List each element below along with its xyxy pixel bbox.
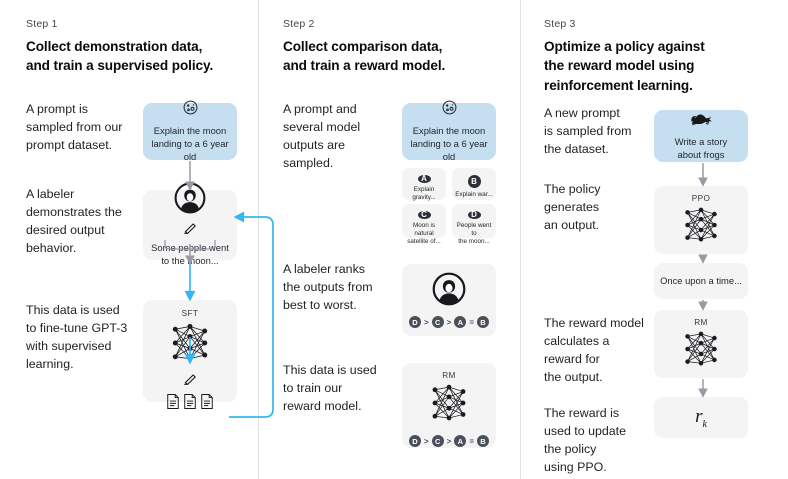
reward-symbol-r: r [695, 405, 703, 427]
rank-badge: C [431, 316, 444, 328]
step-title-2-line-1: Collect comparison data, [283, 39, 443, 54]
prompt-card-3[interactable]: Write a story about frogs [654, 110, 748, 162]
paragraph-1-2: A labeler demonstrates the desired outpu… [26, 187, 122, 255]
rank-badge: A [454, 435, 467, 447]
column-step-3: Step 3 Optimize a policy against the rew… [520, 0, 788, 479]
rank-badge: B [477, 435, 489, 447]
rank-operator: > [423, 317, 429, 327]
rank-operator: > [446, 317, 452, 327]
option-badge-b: B [467, 175, 481, 188]
reward-symbol: rk [695, 406, 707, 430]
rm-card-step3[interactable]: RM [654, 310, 748, 378]
labeler-avatar-icon [432, 272, 466, 311]
neural-network-icon [162, 320, 218, 371]
step-title-2: Collect comparison data, and train a rew… [283, 37, 520, 76]
rm-card-step3-label: RM [694, 318, 708, 327]
paragraph-2-1: A prompt and several model outputs are s… [283, 102, 361, 170]
option-card-b[interactable]: B Explain war... [452, 168, 496, 200]
rank-operator: = [469, 436, 474, 446]
step-title-3: Optimize a policy against the reward mod… [544, 37, 788, 95]
step-title-1: Collect demonstration data, and train a … [26, 37, 258, 76]
ranking-row-rm: D > C > A = B [408, 435, 489, 447]
paragraph-1-1: A prompt is sampled from our prompt data… [26, 102, 123, 152]
paragraph-1-3: This data is used to fine-tune GPT-3 wit… [26, 303, 128, 371]
step-title-3-line-1: Optimize a policy against [544, 39, 705, 54]
frog-icon [688, 111, 714, 132]
ranking-row-labeler: D > C > A = B [408, 316, 489, 328]
paragraph-2-3: This data is used to train our reward mo… [283, 363, 377, 413]
rank-operator: > [446, 436, 452, 446]
option-text-d: People went to the moon... [456, 222, 492, 246]
rank-badge: D [408, 316, 421, 328]
rank-operator: > [423, 436, 429, 446]
column-step-2: Step 2 Collect comparison data, and trai… [258, 0, 520, 479]
neural-network-icon [674, 204, 728, 251]
labeler-card-1-text: Some people went to the moon... [151, 242, 229, 266]
option-card-c[interactable]: C Moon is natural satellite of... [402, 204, 446, 245]
step-title-3-line-3: reinforcement learning. [544, 77, 693, 93]
option-badge-d: D [467, 211, 481, 219]
moon-icon [441, 99, 458, 121]
paragraph-3-3: The reward model calculates a reward for… [544, 316, 644, 384]
output-card[interactable]: Once upon a time... [654, 263, 748, 299]
step-label-2: Step 2 [283, 18, 315, 30]
ppo-card[interactable]: PPO [654, 186, 748, 254]
labeler-card-1[interactable]: Some people went to the moon... [143, 182, 237, 266]
step-label-3: Step 3 [544, 18, 576, 30]
option-badge-c: C [417, 211, 431, 219]
reward-symbol-subscript: k [702, 418, 707, 430]
sft-card-label: SFT [181, 309, 199, 318]
pencil-icon [183, 372, 198, 390]
step-title-1-line-2: and train a supervised policy. [26, 58, 214, 74]
paragraph-3-1: A new prompt is sampled from the dataset… [544, 106, 632, 156]
rm-card-step2-label: RM [442, 371, 456, 380]
option-badge-a: A [417, 175, 431, 183]
documents-icon [166, 393, 214, 410]
option-text-a: Explain gravity... [412, 186, 436, 202]
neural-network-icon [421, 381, 477, 430]
moon-icon [182, 99, 199, 121]
paragraph-3-4: The reward is used to update the policy … [544, 406, 626, 474]
step-title-1-line-1: Collect demonstration data, [26, 39, 203, 54]
rank-badge: D [408, 435, 421, 447]
step-title-2-line-2: and train a reward model. [283, 58, 446, 74]
option-text-c: Moon is natural satellite of... [407, 222, 441, 246]
prompt-card-1[interactable]: Explain the moon landing to a 6 year old [143, 101, 237, 162]
pencil-icon [183, 221, 198, 239]
prompt-card-2[interactable]: Explain the moon landing to a 6 year old [402, 101, 496, 162]
column-step-1: Step 1 Collect demonstration data, and t… [0, 0, 258, 479]
ppo-card-label: PPO [691, 194, 711, 203]
prompt-card-2-text: Explain the moon landing to a 6 year old [410, 125, 488, 162]
rank-badge: A [454, 316, 467, 328]
rank-operator: = [469, 317, 474, 327]
prompt-card-3-text: Write a story about frogs [674, 135, 728, 160]
sft-card[interactable]: SFT [143, 300, 237, 409]
option-card-a[interactable]: A Explain gravity... [402, 168, 446, 202]
paragraph-3-2: The policy generates an output. [544, 182, 601, 232]
paragraph-2-2: A labeler ranks the outputs from best to… [283, 262, 373, 312]
output-card-text: Once upon a time... [660, 274, 742, 286]
rank-badge: C [431, 435, 444, 447]
labeler-avatar-icon [174, 182, 206, 219]
neural-network-icon [674, 328, 728, 375]
rank-badge: B [477, 316, 489, 328]
option-card-d[interactable]: D People went to the moon... [452, 204, 496, 245]
step-title-3-line-2: the reward model using [544, 58, 695, 74]
ranking-card[interactable]: D > C > A = B [402, 264, 496, 336]
step-label-1: Step 1 [26, 18, 58, 30]
option-text-b: Explain war... [455, 191, 493, 198]
reward-card[interactable]: rk [654, 397, 748, 438]
rm-card-step2[interactable]: RM D > C > A = B [402, 363, 496, 448]
prompt-card-1-text: Explain the moon landing to a 6 year old [151, 125, 229, 162]
